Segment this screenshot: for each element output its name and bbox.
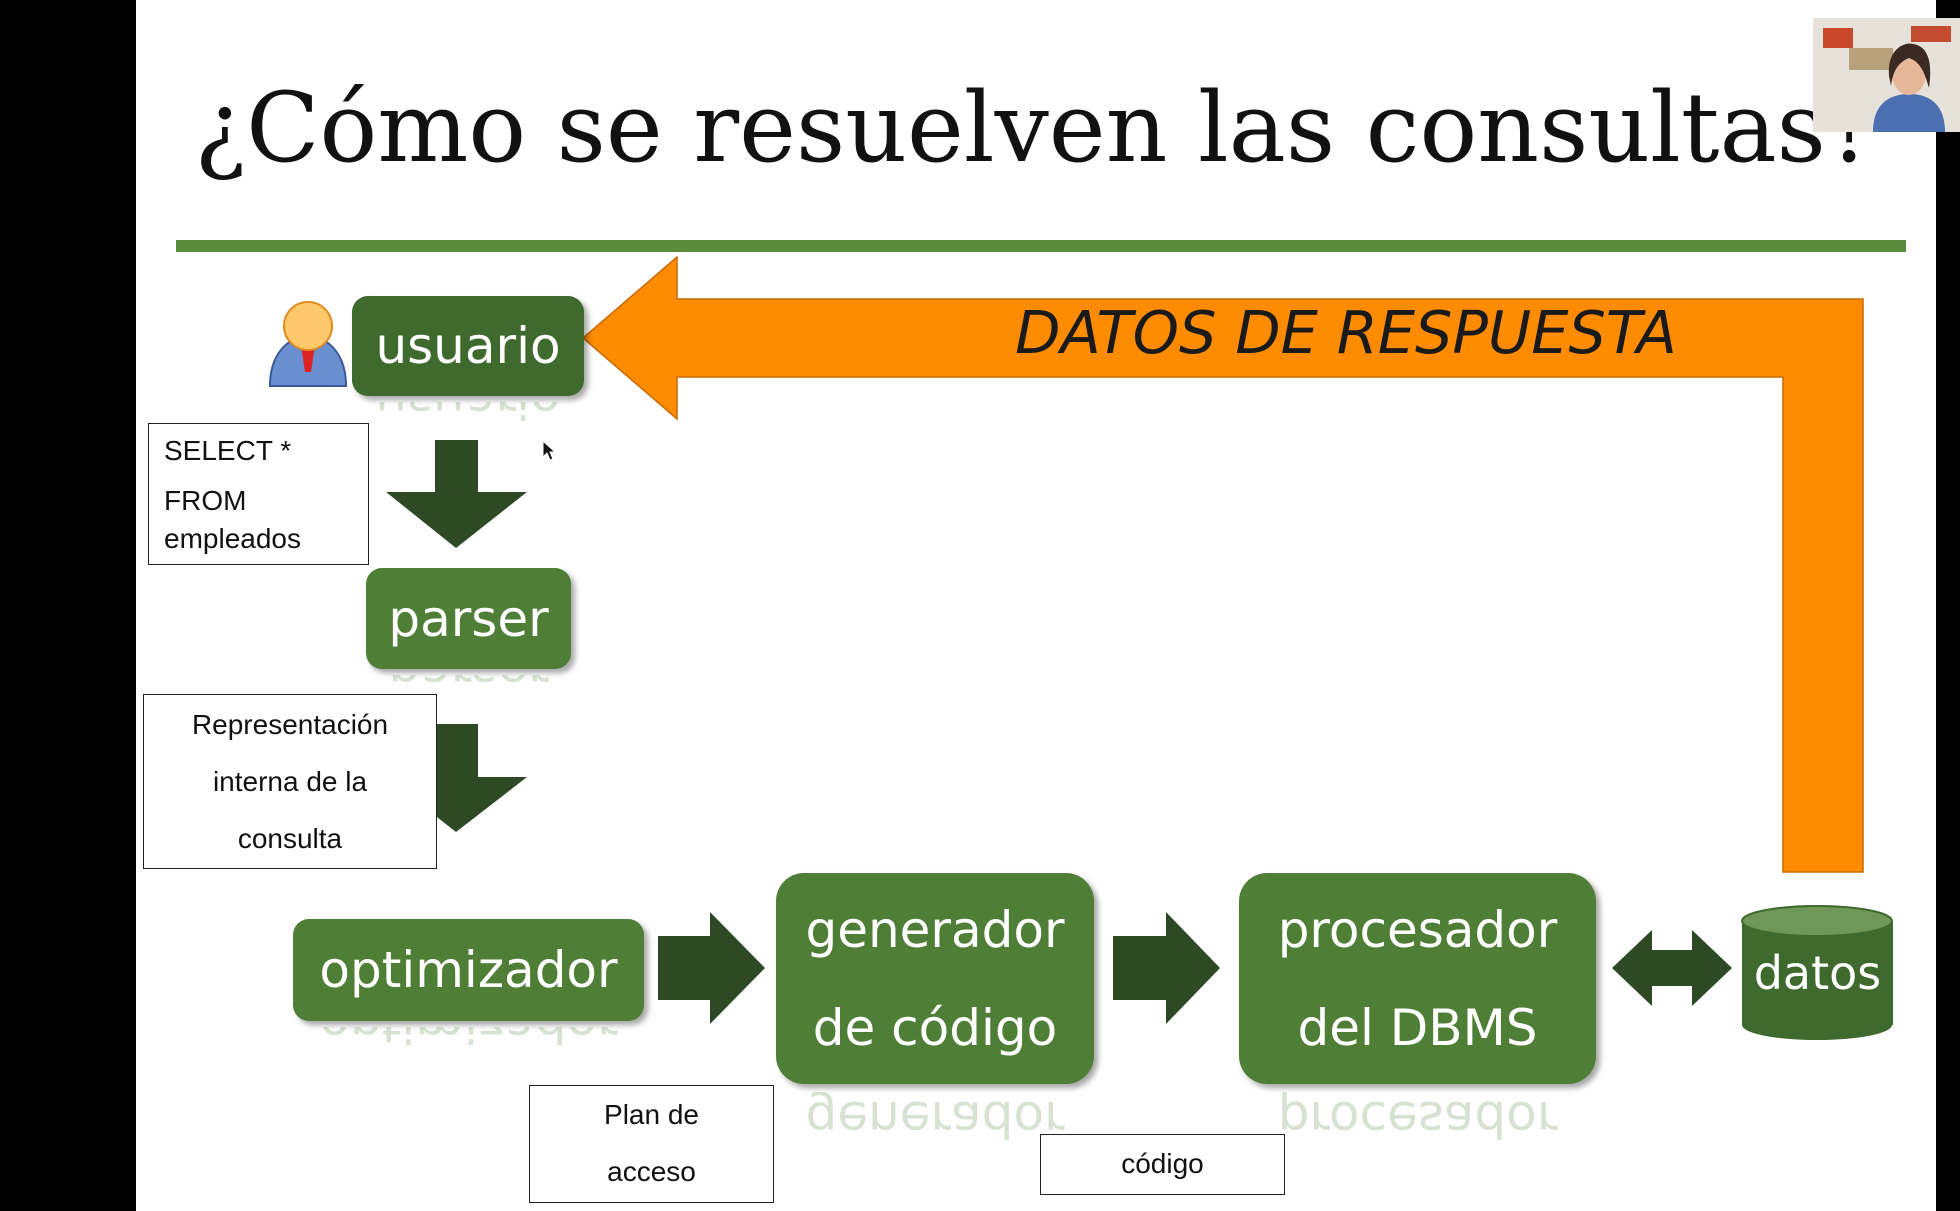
codigo-note: código	[1040, 1134, 1285, 1195]
plan-note: Plan de acceso	[529, 1085, 774, 1203]
optimizador-reflection: optimizador	[293, 1027, 644, 1075]
plan-line-2: acceso	[607, 1156, 696, 1187]
presenter-video-icon	[1813, 18, 1960, 132]
generador-label-line1: generador	[805, 900, 1065, 959]
slide: ¿Cómo se resuelven las consultas? usuari…	[136, 0, 1936, 1211]
database-icon	[1741, 905, 1893, 1040]
down-arrow-parser-optimizador	[386, 724, 527, 832]
generador-box: generador de código	[776, 873, 1094, 1084]
procesador-box: procesador del DBMS	[1239, 873, 1596, 1084]
slide-title: ¿Cómo se resuelven las consultas?	[194, 72, 1878, 184]
title-divider	[176, 240, 1906, 252]
webcam-thumbnail[interactable]	[1813, 18, 1960, 132]
procesador-label-line1: procesador	[1277, 900, 1558, 959]
parser-label: parser	[388, 589, 549, 648]
diagram-canvas	[268, 255, 1893, 1040]
double-arrow-procesador-datos	[1612, 930, 1732, 1006]
usuario-label: usuario	[375, 317, 561, 375]
mouse-cursor	[542, 440, 557, 461]
return-arrow	[581, 255, 1864, 873]
optimizador-box: optimizador	[293, 919, 644, 1021]
query-line-3: empleados	[164, 523, 301, 554]
codigo-label: código	[1121, 1148, 1204, 1179]
query-line-2: FROM	[164, 485, 247, 516]
procesador-label-line2: del DBMS	[1297, 998, 1538, 1057]
datos-label: datos	[1753, 946, 1882, 1000]
parser-box: parser	[366, 568, 571, 669]
return-arrow-label: DATOS DE RESPUESTA	[1015, 298, 1677, 367]
rep-line-3: consulta	[237, 823, 343, 854]
plan-line-1: Plan de	[604, 1099, 699, 1130]
rep-line-1: Representación	[191, 709, 389, 740]
generador-label-line2: de código	[812, 998, 1058, 1057]
optimizador-label: optimizador	[319, 941, 618, 999]
right-arrow-optimizador-generador	[658, 912, 765, 1024]
usuario-box: usuario	[352, 296, 584, 396]
user-icon	[268, 301, 348, 387]
representation-note: Representación interna de la consulta	[143, 694, 437, 869]
right-arrow-generador-procesador	[1113, 912, 1220, 1024]
query-note: SELECT * FROM empleados	[148, 423, 369, 565]
rep-line-2: interna de la	[212, 766, 368, 797]
procesador-reflection: procesador del DBMS	[1277, 1092, 1558, 1149]
query-line-1: SELECT *	[164, 435, 292, 466]
down-arrow-usuario-parser	[386, 440, 527, 548]
